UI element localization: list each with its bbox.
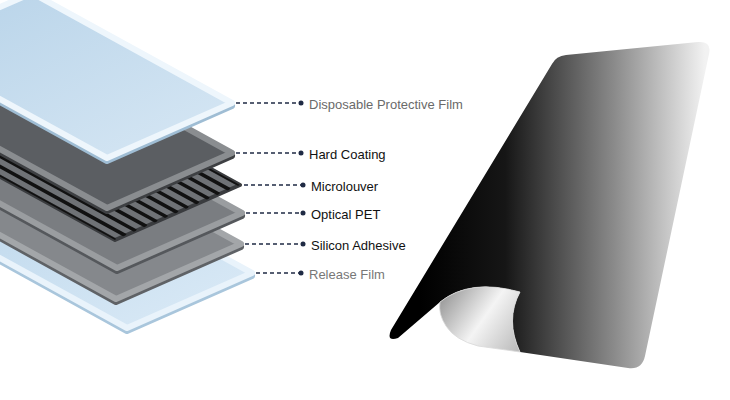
- layer-label: Hard Coating: [309, 147, 386, 162]
- leader-dots: [299, 101, 306, 276]
- layer-label: Silicon Adhesive: [311, 238, 406, 253]
- layer-label: Optical PET: [311, 207, 380, 222]
- layer-label: Release Film: [309, 267, 385, 282]
- protective-film-layer: [0, 0, 232, 161]
- layer-label: Disposable Protective Film: [309, 97, 463, 112]
- layer-label-box: Release Film: [309, 265, 385, 283]
- layer-label-box: Microlouver: [311, 177, 378, 195]
- leader-lines: [236, 103, 302, 273]
- privacy-film-sheet: [390, 42, 710, 368]
- layer-label-box: Hard Coating: [309, 145, 386, 163]
- microlouver-layer: [0, 0, 240, 240]
- layer-label-box: Disposable Protective Film: [309, 95, 463, 113]
- layer-label-box: Optical PET: [311, 205, 380, 223]
- layer-label-box: Silicon Adhesive: [311, 236, 406, 254]
- layer-label: Microlouver: [311, 179, 378, 194]
